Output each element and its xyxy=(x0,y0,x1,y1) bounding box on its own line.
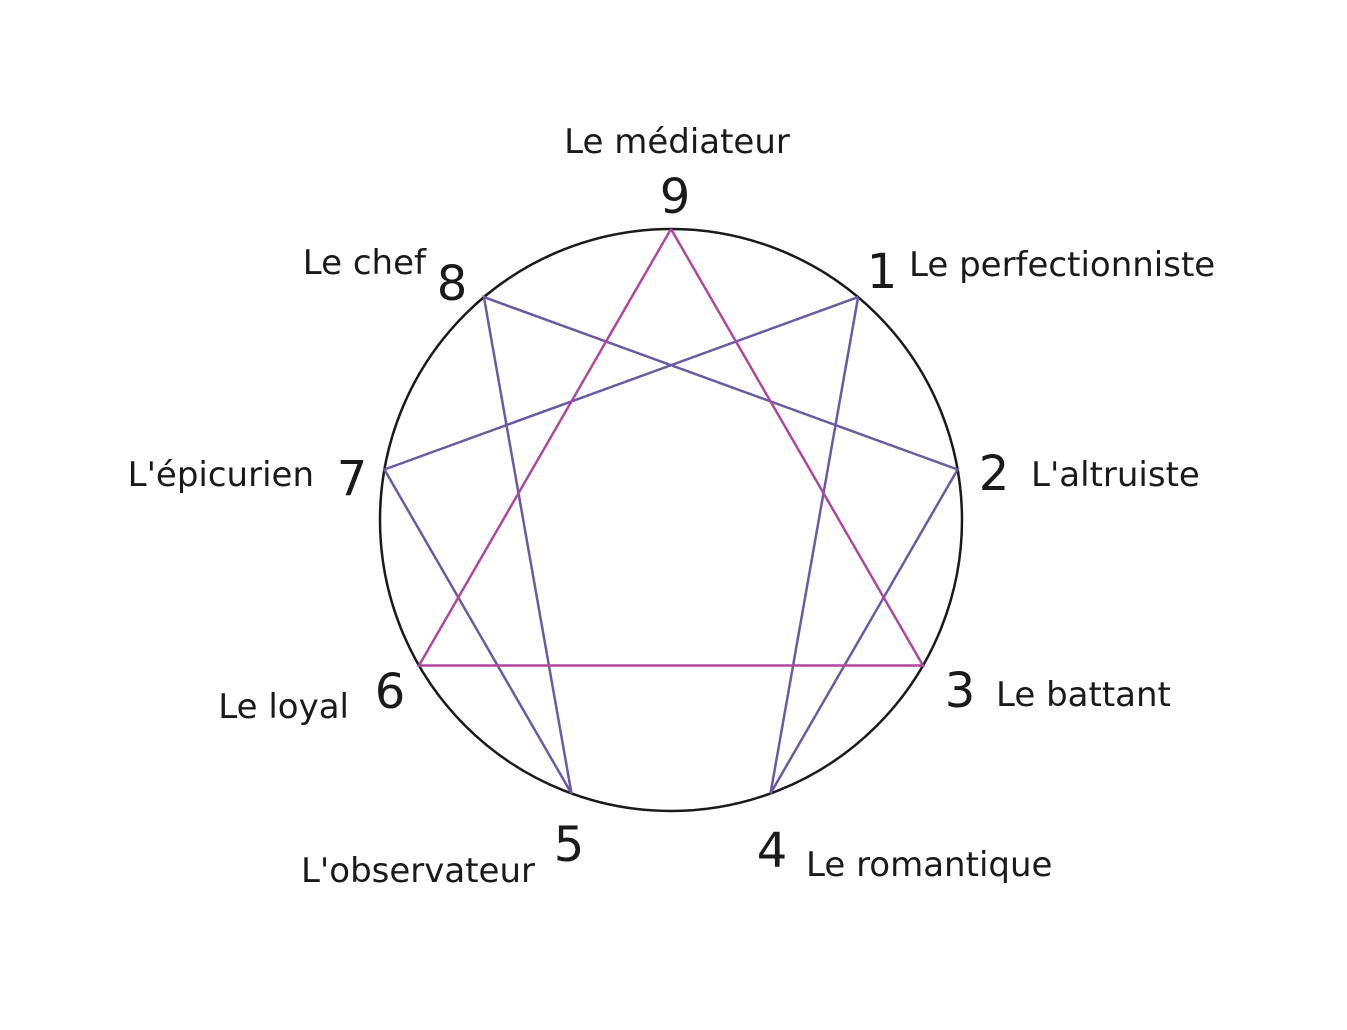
point-label-4: Le romantique xyxy=(806,845,1052,885)
point-label-3: Le battant xyxy=(996,675,1171,715)
point-label-1: Le perfectionniste xyxy=(909,245,1215,285)
point-number-2: 2 xyxy=(979,446,1010,502)
point-label-5: L'observateur xyxy=(301,851,535,891)
enneagram-circle xyxy=(378,227,964,813)
point-number-6: 6 xyxy=(375,664,406,720)
point-label-6: Le loyal xyxy=(218,687,349,727)
point-number-5: 5 xyxy=(554,817,585,873)
point-number-1: 1 xyxy=(867,244,898,300)
point-label-9: Le médiateur xyxy=(564,122,790,162)
point-label-7: L'épicurien xyxy=(128,455,314,495)
point-label-8: Le chef xyxy=(303,243,427,283)
point-number-8: 8 xyxy=(437,256,468,312)
point-number-4: 4 xyxy=(757,823,788,879)
triangle-line xyxy=(416,228,926,667)
point-number-9: 9 xyxy=(660,169,691,225)
point-number-7: 7 xyxy=(337,451,368,507)
point-label-2: L'altruiste xyxy=(1031,455,1200,495)
hexad-line xyxy=(382,295,960,795)
point-number-3: 3 xyxy=(945,663,976,719)
